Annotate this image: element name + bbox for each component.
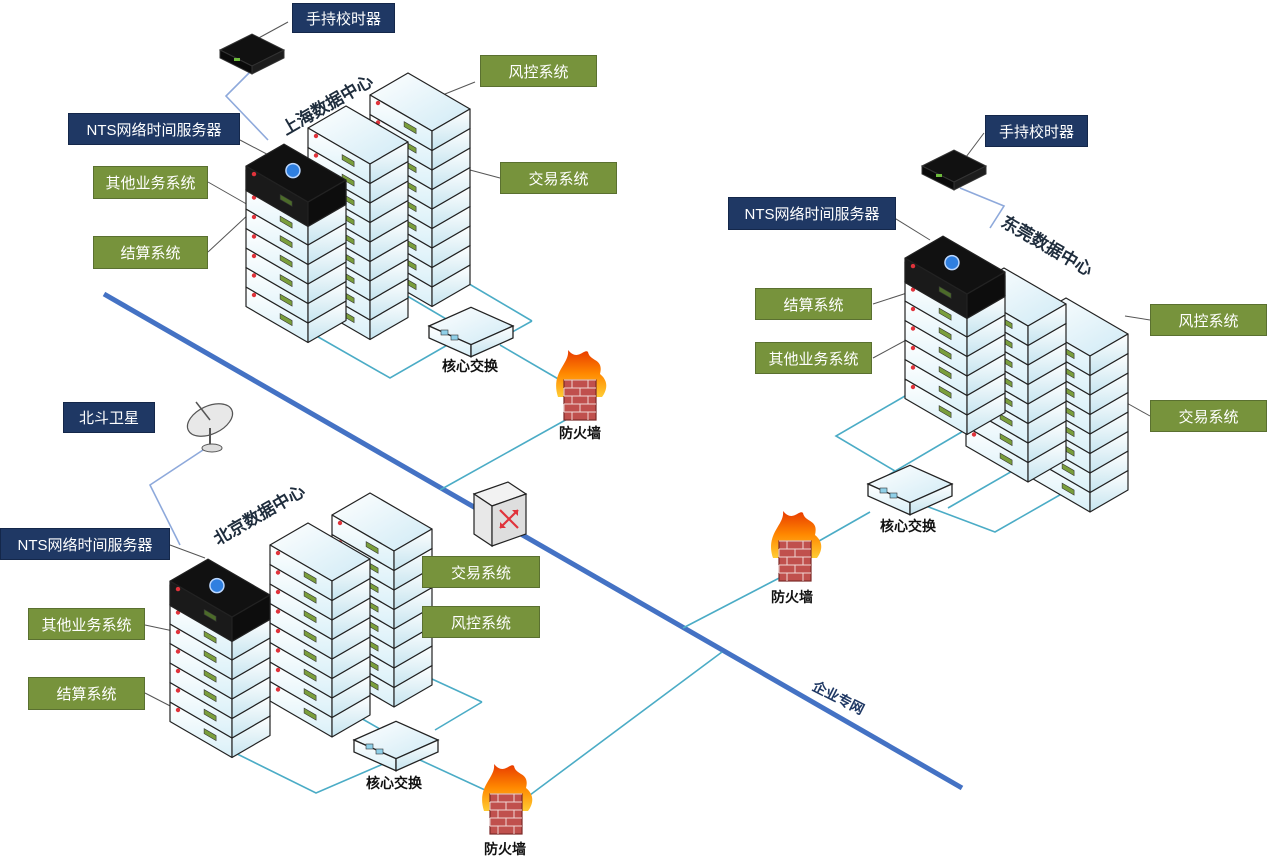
dongguan-nts-label: NTS网络时间服务器 [728, 197, 896, 230]
shanghai-other-label: 其他业务系统 [93, 166, 208, 199]
satellite-label: 北斗卫星 [63, 402, 155, 433]
beijing-trade-label: 交易系统 [422, 556, 540, 588]
router-icon [472, 481, 528, 548]
shanghai-risk-label: 风控系统 [480, 55, 597, 87]
dongguan-other-label: 其他业务系统 [755, 342, 872, 374]
dongguan-risk-label: 风控系统 [1150, 304, 1267, 336]
dongguan-handheld-device-icon [920, 149, 988, 191]
beijing-risk-label: 风控系统 [422, 606, 540, 638]
dongguan-settle-label: 结算系统 [755, 288, 872, 320]
shanghai-firewall [556, 350, 607, 421]
beijing-rack-1 [169, 558, 271, 759]
beijing-other-label: 其他业务系统 [28, 608, 145, 640]
beijing-firewall [482, 764, 533, 835]
dongguan-firewall-caption: 防火墙 [771, 589, 813, 605]
shanghai-handheld-label: 手持校时器 [292, 3, 395, 33]
beijing-settle-label: 结算系统 [28, 677, 145, 710]
shanghai-nts-label: NTS网络时间服务器 [68, 113, 240, 145]
dongguan-rack-1 [904, 235, 1006, 436]
beijing-switch-caption: 核心交换 [366, 775, 422, 791]
dongguan-switch-caption: 核心交换 [880, 518, 936, 534]
beijing-firewall-caption: 防火墙 [484, 841, 526, 857]
shanghai-settle-label: 结算系统 [93, 236, 208, 269]
server-racks [169, 72, 1129, 759]
beijing-core-switch [352, 720, 440, 772]
beijing-nts-label: NTS网络时间服务器 [0, 528, 170, 560]
shanghai-rack-1 [245, 143, 347, 344]
shanghai-handheld-device-icon [218, 33, 286, 75]
shanghai-switch-caption: 核心交换 [442, 358, 498, 374]
dongguan-core-switch [866, 464, 954, 516]
dongguan-firewall [771, 511, 822, 582]
shanghai-trade-label: 交易系统 [500, 162, 617, 194]
shanghai-firewall-caption: 防火墙 [559, 425, 601, 441]
time-sync-links [148, 71, 1006, 546]
satellite-dish-icon [186, 401, 234, 453]
enterprise-network-backbone [102, 291, 964, 791]
dongguan-trade-label: 交易系统 [1150, 400, 1267, 432]
network-devices [186, 33, 988, 835]
shanghai-core-switch [427, 306, 515, 358]
beijing-rack-2 [269, 522, 371, 738]
dongguan-handheld-label: 手持校时器 [985, 115, 1088, 147]
